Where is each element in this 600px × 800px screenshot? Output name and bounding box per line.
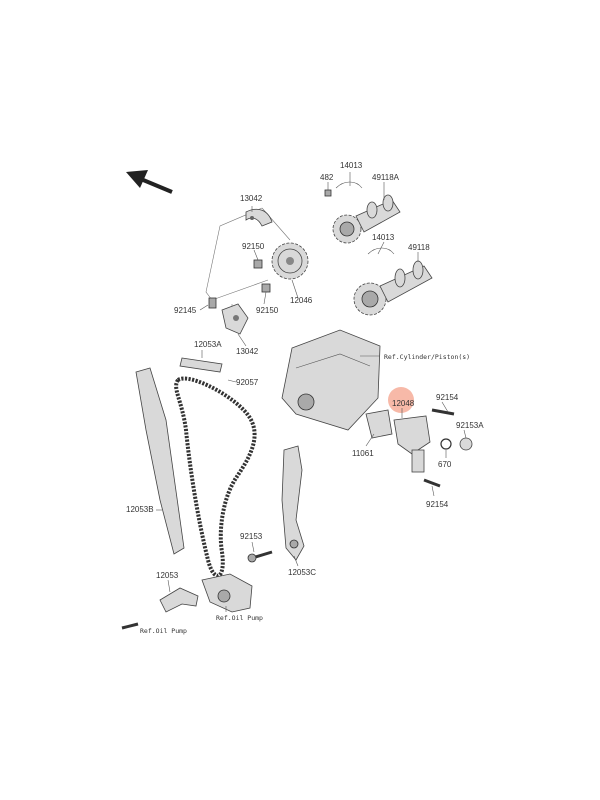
cam-chain-92057	[174, 376, 257, 578]
part-labels: 14013 482 49118A 13042 14013 49118 92150…	[126, 161, 484, 635]
label-49118: 49118	[408, 243, 430, 252]
cylinder-block	[281, 329, 381, 431]
bolt-92153	[247, 550, 273, 563]
label-ref-cylinder: Ref.Cylinder/Piston(s)	[384, 353, 470, 361]
arrow-up-left-icon	[126, 170, 173, 194]
label-12048: 12048	[392, 399, 415, 408]
cam-sprocket-12046	[271, 242, 309, 280]
bolt-92150-a	[253, 259, 263, 269]
label-ref-oil-pump-left: Ref.Oil Pump	[140, 627, 187, 635]
label-14013-a: 14013	[340, 161, 363, 170]
label-13042-upper: 13042	[240, 194, 263, 203]
spring-ring-14013-a	[335, 181, 363, 189]
chain-guide-12053b	[135, 367, 185, 555]
part-482	[324, 189, 332, 197]
bolt-92154-lower	[423, 478, 441, 488]
label-11061: 11061	[352, 449, 374, 458]
pin-92145	[208, 297, 217, 309]
label-12053b: 12053B	[126, 505, 154, 514]
chain-guide-13042-lower	[221, 303, 249, 335]
label-12046: 12046	[290, 296, 313, 305]
label-92057: 92057	[236, 378, 259, 387]
gasket-11061	[365, 409, 393, 439]
label-92153: 92153	[240, 532, 263, 541]
camshaft-49118a	[332, 194, 401, 244]
bolt-oil-pump	[121, 622, 139, 630]
label-92153a: 92153A	[456, 421, 484, 430]
label-92145: 92145	[174, 306, 197, 315]
cap-nut-92153a	[459, 437, 473, 451]
label-482: 482	[320, 173, 334, 182]
part-12053a	[179, 357, 223, 373]
chain-guide-13042-upper	[245, 208, 273, 227]
spring-ring-14013-b	[367, 247, 395, 255]
label-12053: 12053	[156, 571, 179, 580]
label-14013-b: 14013	[372, 233, 395, 242]
o-ring-670	[440, 438, 452, 450]
oil-pump-assembly	[201, 573, 253, 613]
highlight-12048	[388, 387, 414, 413]
chain-guide-12053c	[281, 445, 305, 561]
label-ref-oil-pump-right: Ref.Oil Pump	[216, 614, 263, 622]
label-670: 670	[438, 460, 452, 469]
cam-chain-tensioner-12048	[393, 415, 431, 473]
camshaft-49118	[353, 260, 433, 316]
leader-lines	[156, 172, 467, 612]
label-92150-b: 92150	[256, 306, 279, 315]
label-92154-upper: 92154	[436, 393, 459, 402]
bolt-92150-b	[261, 283, 271, 293]
label-49118a: 49118A	[372, 173, 400, 182]
bracket-12053	[159, 587, 199, 613]
bolt-92154-upper	[431, 408, 455, 416]
label-12053a: 12053A	[194, 340, 222, 349]
label-12053c: 12053C	[288, 568, 316, 577]
label-92154-lower: 92154	[426, 500, 449, 509]
label-92150-a: 92150	[242, 242, 265, 251]
label-13042-lower: 13042	[236, 347, 259, 356]
